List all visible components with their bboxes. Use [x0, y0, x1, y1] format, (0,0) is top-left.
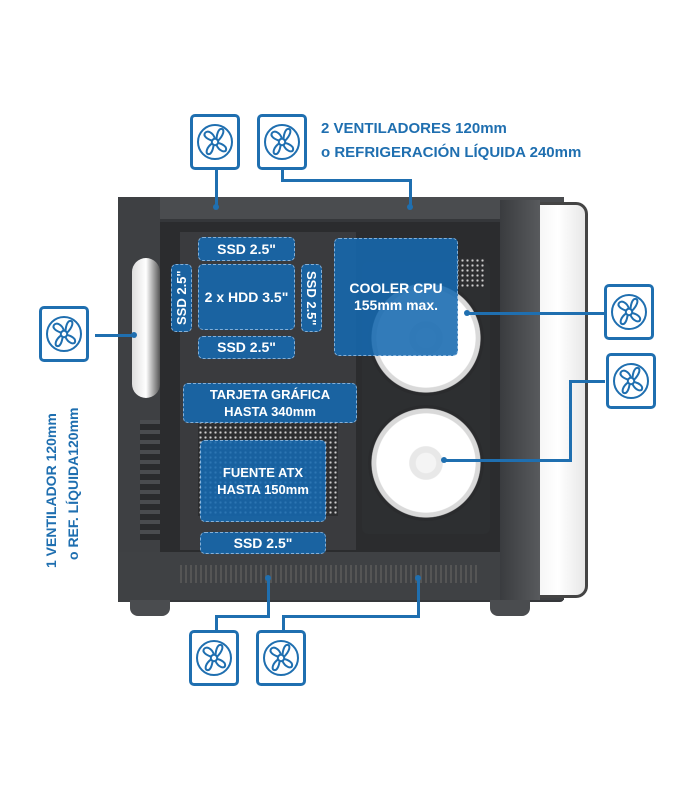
connector-top-2b [281, 179, 412, 182]
connector-dot-right-2 [441, 457, 447, 463]
fan-box-bottom-1 [189, 630, 239, 686]
connector-bottom-1a [267, 578, 270, 618]
cooler-mesh [455, 258, 485, 288]
case-top-panel [118, 197, 564, 219]
side-fan-label-line1: 1 VENTILADOR 120mm [43, 413, 59, 568]
zone-gpu-line1: TARJETA GRÁFICA [209, 387, 331, 402]
zone-ssd-bottom: SSD 2.5" [200, 532, 326, 554]
connector-right-1 [466, 312, 604, 315]
fan-icon [195, 122, 235, 162]
connector-dot-top-2 [407, 204, 413, 210]
fan-box-top-1 [190, 114, 240, 170]
fan-box-bottom-2 [256, 630, 306, 686]
connector-dot-top-1 [213, 204, 219, 210]
top-fan-label-line2: o REFRIGERACIÓN LÍQUIDA 240mm [321, 144, 582, 161]
connector-dot-left [131, 332, 137, 338]
zone-ssd-right-label: SSD 2.5" [304, 270, 319, 326]
top-fan-label: 2 VENTILADORES 120mm o REFRIGERACIÓN LÍQ… [321, 117, 581, 165]
connector-dot-right-1 [464, 310, 470, 316]
connector-top-2c [409, 179, 412, 207]
side-fan-label: 1 VENTILADOR 120mm o REF. LÍQUIDA120mm [40, 408, 84, 568]
bottom-vent [180, 565, 480, 583]
fan-icon [261, 638, 301, 678]
zone-gpu: TARJETA GRÁFICA HASTA 340mm [183, 383, 357, 423]
fan-box-left [39, 306, 89, 362]
front-fan-bottom [368, 405, 484, 521]
zone-psu-line2: HASTA 150mm [217, 482, 309, 497]
fan-icon [194, 638, 234, 678]
left-side-panel [118, 197, 160, 602]
fan-box-right-1 [604, 284, 654, 340]
zone-ssd-mid: SSD 2.5" [198, 336, 295, 359]
front-glass-frame [500, 200, 540, 600]
connector-bottom-2a [417, 578, 420, 618]
top-fan-label-line1: 2 VENTILADORES 120mm [321, 120, 507, 137]
zone-psu-line1: FUENTE ATX [222, 465, 304, 480]
pci-slots [140, 420, 160, 540]
connector-top-2a [281, 169, 284, 181]
case-foot-left [130, 600, 170, 616]
zone-ssd-left-label: SSD 2.5" [174, 270, 189, 326]
zone-ssd-left: SSD 2.5" [171, 264, 192, 332]
zone-gpu-line2: HASTA 340mm [224, 404, 316, 419]
connector-dot-bottom-1 [265, 575, 271, 581]
zone-cooler-cpu: COOLER CPU 155mm max. [334, 238, 458, 356]
zone-hdd-label: 2 x HDD 3.5" [204, 288, 289, 305]
zone-cooler-line2: 155mm max. [353, 297, 439, 313]
case-foot-right [490, 600, 530, 616]
connector-bottom-1c [215, 615, 218, 630]
connector-right-2c [443, 459, 572, 462]
connector-bottom-2c [282, 615, 285, 630]
zone-cooler-line1: COOLER CPU [349, 280, 443, 296]
connector-right-2b [569, 380, 572, 462]
fan-box-top-2 [257, 114, 307, 170]
front-glass-panel [540, 202, 588, 598]
side-fan-label-line2: o REF. LÍQUIDA120mm [65, 407, 81, 560]
connector-right-2a [569, 380, 605, 383]
zone-ssd-bottom-label: SSD 2.5" [233, 534, 293, 551]
connector-bottom-2b [282, 615, 420, 618]
left-fan [132, 258, 160, 398]
connector-bottom-1b [215, 615, 270, 618]
zone-hdd: 2 x HDD 3.5" [198, 264, 295, 330]
zone-ssd-mid-label: SSD 2.5" [217, 339, 276, 355]
connector-top-1 [215, 169, 218, 207]
connector-left [95, 334, 135, 337]
fan-icon [609, 292, 649, 332]
zone-psu: FUENTE ATX HASTA 150mm [200, 440, 326, 522]
connector-dot-bottom-2 [415, 575, 421, 581]
fan-icon [611, 361, 651, 401]
zone-ssd-top: SSD 2.5" [198, 237, 295, 261]
fan-box-right-2 [606, 353, 656, 409]
zone-ssd-right: SSD 2.5" [301, 264, 322, 332]
fan-icon [44, 314, 84, 354]
fan-icon [262, 122, 302, 162]
zone-ssd-top-label: SSD 2.5" [217, 240, 276, 257]
